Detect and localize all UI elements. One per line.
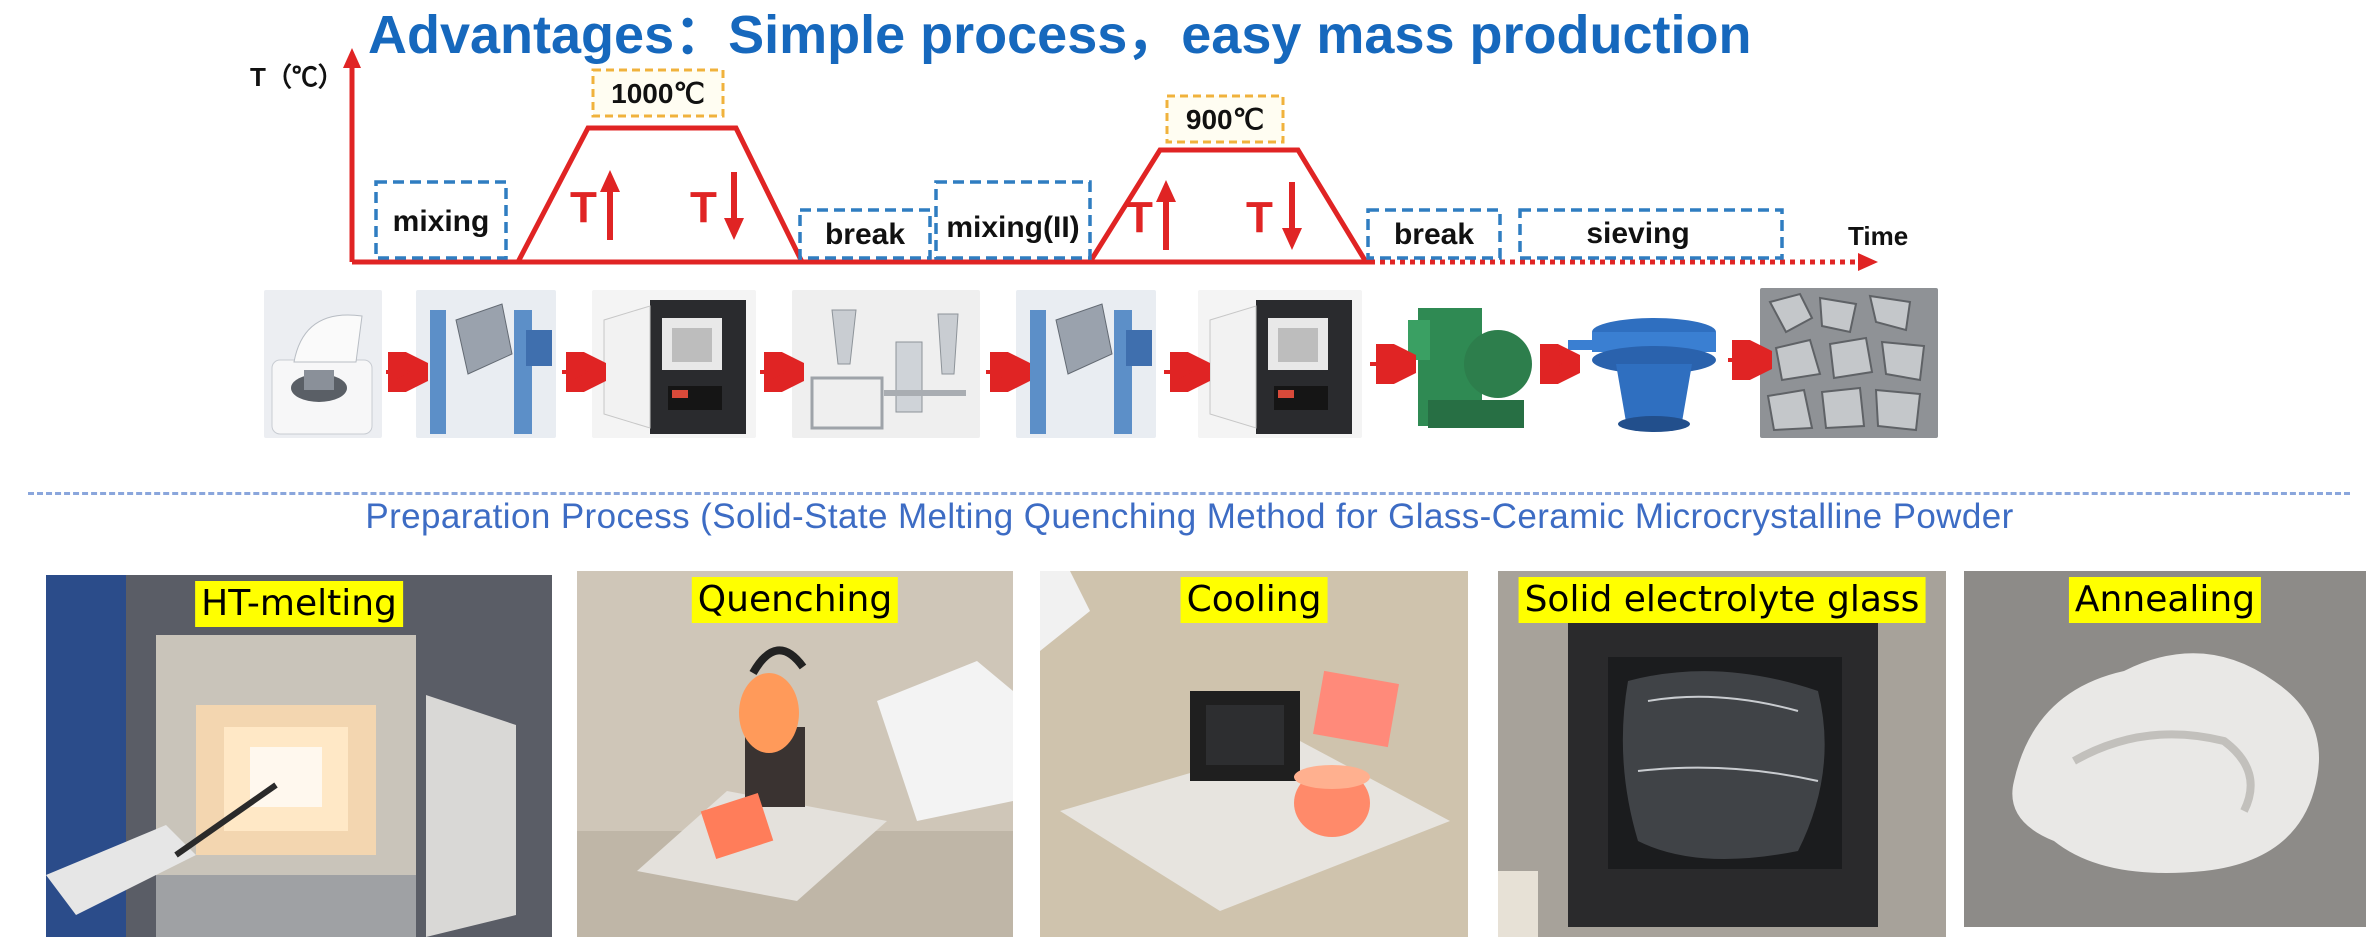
- page-title: Advantages：Simple process，easy mass prod…: [368, 5, 1752, 65]
- photo-label-solid-electrolyte-glass: Solid electrolyte glass: [1518, 577, 1926, 623]
- temp-box-2: [1165, 94, 1285, 144]
- x-axis-arrowhead: [1858, 253, 1878, 271]
- mixer-icon: [416, 290, 556, 438]
- process-diagram: T（℃） Time 1000℃ 900℃ T T T T mixing brea…: [250, 48, 1908, 271]
- step-label-break-1: break: [825, 218, 905, 251]
- photo-ht-melting: HT-melting: [46, 575, 552, 937]
- photo-cooling: Cooling: [1040, 571, 1468, 937]
- y-axis-label: T（℃）: [250, 62, 344, 92]
- photo-label-cooling: Cooling: [1180, 577, 1328, 623]
- crusher-icon: [1404, 290, 1538, 438]
- arrow-up-icon: [600, 170, 620, 240]
- arrow-down-icon: [724, 172, 744, 240]
- equipment-flow-arrows: [386, 0, 2379, 440]
- process-caption: Preparation Process (Solid-State Melting…: [365, 497, 2014, 536]
- step-label-mixing-ii: mixing(II): [946, 211, 1079, 244]
- mixer-icon: [1016, 290, 1156, 438]
- section-divider: [28, 492, 2350, 495]
- temp-peak-1: 1000℃: [611, 78, 705, 109]
- vibrating-sieve-icon: [1566, 290, 1726, 438]
- planetary-ball-mill-icon: [264, 290, 382, 438]
- photo-quenching: Quenching: [577, 571, 1013, 937]
- arrow-down-icon: [1282, 182, 1302, 250]
- muffle-furnace-icon: [592, 290, 756, 438]
- photo-annealing: Annealing: [1964, 571, 2366, 927]
- step-box-sieving: [1518, 208, 1784, 260]
- temp-peak-2: 900℃: [1186, 104, 1264, 135]
- step-label-mixing: mixing: [393, 205, 490, 238]
- ramp-up-label-2: T: [1126, 193, 1153, 242]
- y-axis-arrowhead: [343, 48, 361, 68]
- step-label-break-2: break: [1394, 218, 1474, 251]
- jet-mill-icon: [792, 290, 980, 438]
- temp-box-1: [591, 68, 725, 118]
- arrow-up-icon: [1156, 180, 1176, 250]
- photo-label-quenching: Quenching: [691, 577, 899, 623]
- photo-solid-electrolyte-glass: Solid electrolyte glass: [1498, 571, 1946, 937]
- x-axis-label: Time: [1848, 221, 1908, 251]
- step-label-sieving: sieving: [1586, 217, 1689, 250]
- ramp-down-label-2: T: [1246, 193, 1273, 242]
- photo-label-ht-melting: HT-melting: [195, 581, 403, 627]
- ramp-down-label-1: T: [690, 183, 717, 232]
- powder-micrograph-icon: [1760, 288, 1938, 438]
- photo-label-annealing: Annealing: [2068, 577, 2262, 623]
- temperature-profile: [352, 125, 1369, 265]
- step-box-break-1: [798, 208, 932, 260]
- muffle-furnace-icon: [1198, 290, 1362, 438]
- step-box-mixing: [374, 180, 508, 260]
- ramp-up-label-1: T: [570, 183, 597, 232]
- step-box-mixing-ii: [934, 180, 1092, 260]
- step-box-break-2: [1366, 208, 1502, 260]
